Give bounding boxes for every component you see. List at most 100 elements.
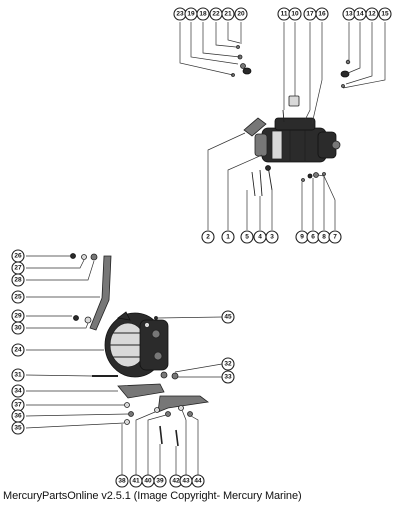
svg-text:11: 11 xyxy=(281,11,288,18)
svg-text:10: 10 xyxy=(291,11,299,18)
svg-text:25: 25 xyxy=(14,294,22,301)
callout-27: 27 xyxy=(11,261,25,275)
callout-11: 11 xyxy=(277,7,291,21)
svg-text:23: 23 xyxy=(176,11,184,18)
callout-33: 33 xyxy=(221,370,235,384)
starter-washer xyxy=(240,63,246,69)
callout-1: 1 xyxy=(221,230,235,244)
starter-nut xyxy=(242,67,252,75)
svg-text:8: 8 xyxy=(322,234,326,241)
svg-text:40: 40 xyxy=(144,478,152,485)
callout-24: 24 xyxy=(11,343,25,357)
alternator-washer xyxy=(128,411,134,417)
callout-14: 14 xyxy=(353,7,367,21)
svg-text:14: 14 xyxy=(356,11,364,18)
svg-text:18: 18 xyxy=(199,11,207,18)
alternator-washer xyxy=(154,407,160,413)
alternator-bolt xyxy=(159,425,163,445)
svg-text:9: 9 xyxy=(300,234,304,241)
svg-text:13: 13 xyxy=(345,11,353,18)
callout-16: 16 xyxy=(315,7,329,21)
callout-39: 39 xyxy=(153,474,167,488)
svg-text:33: 33 xyxy=(224,374,232,381)
callout-22: 22 xyxy=(209,7,223,21)
starter-washer xyxy=(322,172,326,176)
svg-text:24: 24 xyxy=(14,347,22,354)
callout-7: 7 xyxy=(328,230,342,244)
callout-38: 38 xyxy=(115,474,129,488)
callout-32: 32 xyxy=(221,357,235,371)
svg-text:38: 38 xyxy=(118,478,126,485)
svg-text:21: 21 xyxy=(224,11,232,18)
svg-text:12: 12 xyxy=(368,11,376,18)
callout-21: 21 xyxy=(221,7,235,21)
alternator-bolt xyxy=(70,253,76,259)
callout-4: 4 xyxy=(253,230,267,244)
svg-text:36: 36 xyxy=(14,413,22,420)
svg-text:15: 15 xyxy=(381,11,389,18)
starter-washer xyxy=(345,59,351,65)
svg-text:30: 30 xyxy=(14,325,22,332)
callout-30: 30 xyxy=(11,321,25,335)
alternator-washer xyxy=(154,316,158,320)
svg-text:20: 20 xyxy=(237,11,245,18)
svg-text:5: 5 xyxy=(245,234,249,241)
svg-text:28: 28 xyxy=(14,277,22,284)
svg-text:41: 41 xyxy=(132,478,140,485)
alternator-nut xyxy=(160,371,168,379)
svg-text:39: 39 xyxy=(156,478,164,485)
callout-44: 44 xyxy=(191,474,205,488)
image-caption: MercuryPartsOnline v2.5.1 (Image Copyrig… xyxy=(3,490,302,502)
starter-through-bolt xyxy=(259,169,263,197)
svg-text:45: 45 xyxy=(224,314,232,321)
alternator-adjusting-brace xyxy=(89,255,112,331)
starter-terminal xyxy=(288,95,300,107)
callout-17: 17 xyxy=(303,7,317,21)
callout-15: 15 xyxy=(378,7,392,21)
svg-text:34: 34 xyxy=(14,388,22,395)
callout-10: 10 xyxy=(288,7,302,21)
starter-motor-assembly: 23 19 18 22 21 20 11 10 17 16 13 14 12 1… xyxy=(173,7,392,244)
alternator-bolt xyxy=(175,429,179,447)
svg-text:2: 2 xyxy=(206,234,210,241)
svg-text:26: 26 xyxy=(14,253,22,260)
starter-bracket xyxy=(243,117,267,137)
callout-3: 3 xyxy=(265,230,279,244)
callout-37: 37 xyxy=(11,398,25,412)
starter-washer xyxy=(307,173,313,179)
alternator-nut xyxy=(171,372,179,380)
alternator-washer xyxy=(165,411,171,417)
callout-26: 26 xyxy=(11,249,25,263)
callout-31: 31 xyxy=(11,368,25,382)
alternator-mounting-bracket xyxy=(117,383,165,399)
svg-text:29: 29 xyxy=(14,313,22,320)
callout-35: 35 xyxy=(11,421,25,435)
callout-43: 43 xyxy=(179,474,193,488)
svg-text:31: 31 xyxy=(14,372,22,379)
callout-20: 20 xyxy=(234,7,248,21)
callout-40: 40 xyxy=(141,474,155,488)
alternator-washer xyxy=(124,402,130,408)
svg-text:3: 3 xyxy=(270,234,274,241)
callout-6: 6 xyxy=(306,230,320,244)
callout-2: 2 xyxy=(201,230,215,244)
svg-text:4: 4 xyxy=(258,234,262,241)
starter-washer xyxy=(341,84,345,88)
alternator-washer xyxy=(187,411,193,417)
callout-28: 28 xyxy=(11,273,25,287)
alternator-washer xyxy=(81,254,87,260)
svg-text:17: 17 xyxy=(306,11,314,18)
starter-nut xyxy=(340,70,350,78)
svg-text:27: 27 xyxy=(14,265,22,272)
callout-18: 18 xyxy=(196,7,210,21)
callout-5: 5 xyxy=(240,230,254,244)
starter-washer xyxy=(313,172,319,178)
svg-text:6: 6 xyxy=(311,234,315,241)
svg-text:19: 19 xyxy=(187,11,195,18)
alternator-body xyxy=(104,311,169,378)
callout-34: 34 xyxy=(11,384,25,398)
callout-25: 25 xyxy=(11,290,25,304)
callout-19: 19 xyxy=(184,7,198,21)
alternator-nut xyxy=(90,253,98,261)
